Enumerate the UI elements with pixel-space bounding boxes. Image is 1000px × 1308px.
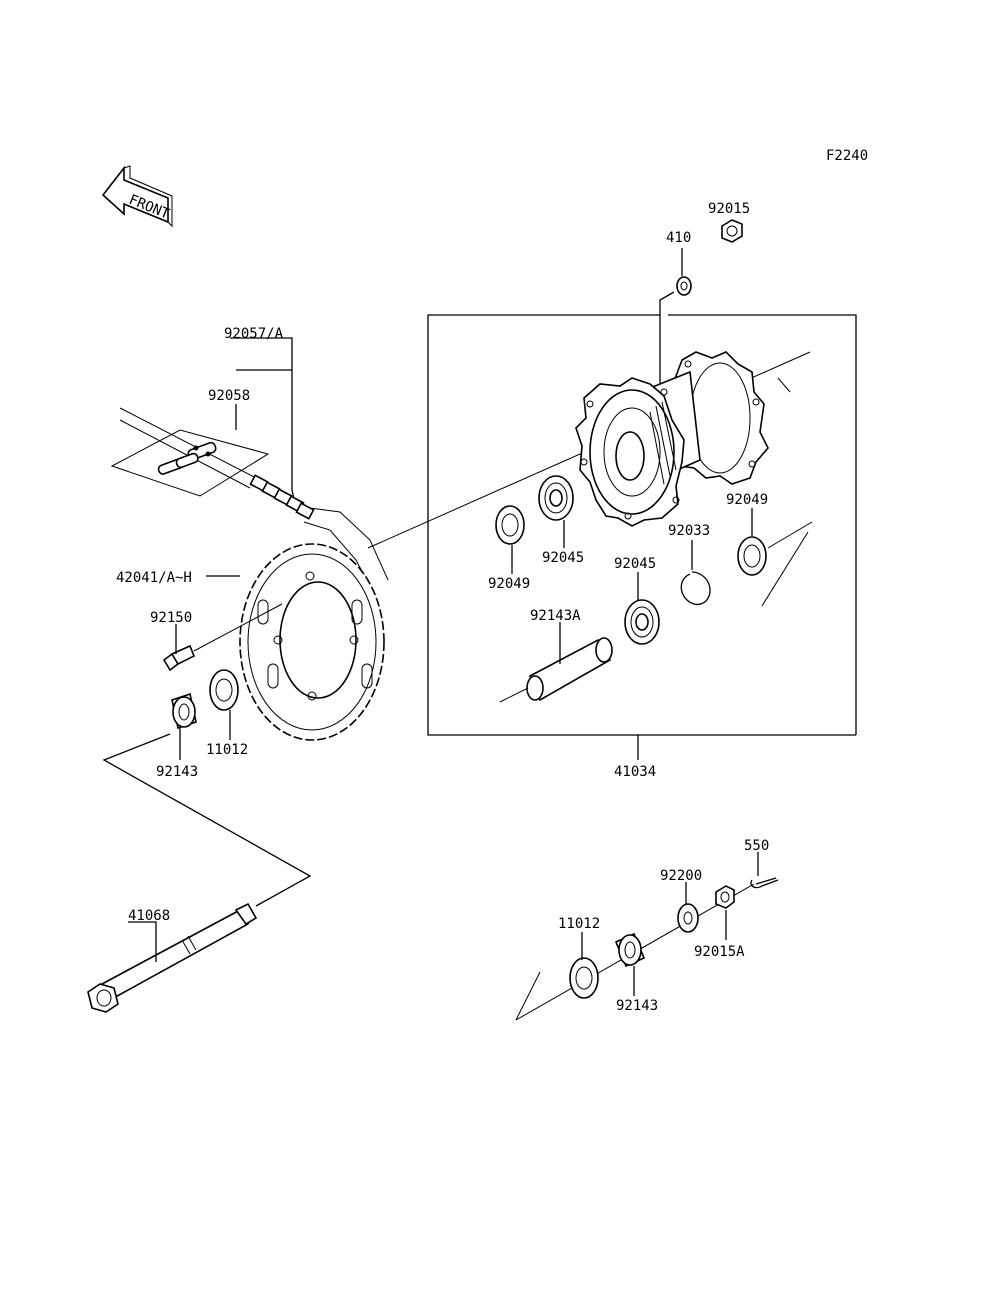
master-link-box	[110, 429, 270, 497]
drive-chain-icon	[119, 407, 389, 591]
part-label-11012-right: 11012	[558, 916, 600, 932]
part-label-92015: 92015	[708, 201, 750, 217]
part-label-92143-right: 92143	[616, 998, 658, 1014]
part-label-92049-right: 92049	[726, 492, 768, 508]
circlip-92033-icon	[680, 571, 711, 606]
nut-92015-icon	[721, 219, 743, 243]
part-label-92200: 92200	[660, 868, 702, 884]
part-label-550: 550	[744, 838, 769, 854]
part-label-410: 410	[666, 230, 691, 246]
collar-92143-left-icon	[171, 692, 197, 730]
washer-410-icon	[676, 276, 692, 296]
sprocket-bolt-92150-icon	[162, 603, 283, 672]
collar-seal-11012-right-icon	[569, 957, 599, 999]
oil-seal-92049-left-icon	[495, 505, 525, 545]
chain-link-icon	[249, 474, 315, 520]
rear-hub-icon	[575, 351, 769, 527]
rear-axle-41068-icon	[87, 902, 258, 1013]
part-label-92058: 92058	[208, 388, 250, 404]
bearing-92045-upper-icon	[538, 475, 574, 521]
part-label-92057A: 92057/A	[224, 326, 284, 342]
hub-assembly-box	[427, 314, 857, 760]
part-label-92150: 92150	[150, 610, 192, 626]
part-label-92049-left: 92049	[488, 576, 530, 592]
bearing-92045-lower-icon	[624, 599, 660, 645]
part-label-92143A: 92143A	[530, 608, 581, 624]
part-label-92045-lower: 92045	[614, 556, 656, 572]
collar-seal-11012-left-icon	[209, 669, 239, 711]
cotter-pin-550-icon	[750, 877, 779, 889]
figure-code: F2240	[826, 148, 868, 164]
part-label-92143-left: 92143	[156, 764, 198, 780]
part-label-92045-upper: 92045	[542, 550, 584, 566]
nut-92015A-icon	[715, 885, 735, 909]
part-label-92033: 92033	[668, 523, 710, 539]
rear-sprocket-icon	[239, 543, 385, 741]
part-label-41068: 41068	[128, 908, 170, 924]
part-label-41034: 41034	[614, 764, 656, 780]
oil-seal-92049-right-icon	[737, 536, 767, 576]
part-label-11012-left: 11012	[206, 742, 248, 758]
collar-92143-right-icon	[614, 932, 646, 968]
front-arrow-icon: FRONT	[101, 165, 173, 228]
part-label-92015A: 92015A	[694, 944, 745, 960]
part-label-42041: 42041/A~H	[116, 570, 192, 586]
spacer-tube-92143A-icon	[499, 637, 613, 703]
washer-92200-icon	[677, 903, 699, 933]
